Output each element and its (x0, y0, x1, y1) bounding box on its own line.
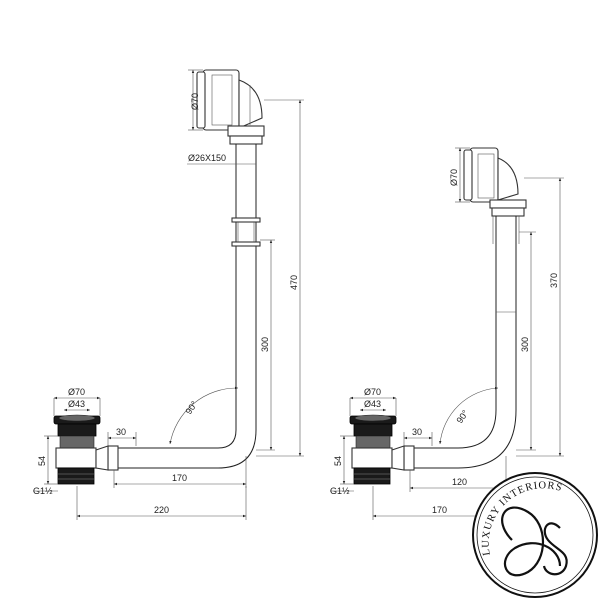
left-dim-straight-height: 300 (256, 239, 275, 451)
left-dim-waste-height: 54 (37, 435, 58, 485)
left-dim-tube: Ø26X150 (187, 153, 256, 165)
right-overflow-diameter-label: Ø70 (449, 169, 459, 186)
left-angle-label: 90° (183, 399, 199, 416)
left-dim-waste-diameters: Ø70 Ø43 (53, 387, 101, 416)
left-tube-label: Ø26X150 (188, 153, 226, 163)
right-waste-valve (349, 414, 405, 485)
left-waste-inner-label: Ø43 (68, 399, 85, 409)
left-short-width-label: 30 (116, 427, 126, 437)
right-total-height-label: 370 (549, 273, 559, 288)
right-straight-height-label: 300 (520, 337, 530, 352)
left-straight-height-label: 300 (260, 337, 270, 352)
right-dim-overflow-diameter: Ø70 (449, 147, 470, 203)
left-elbow-pipe (107, 429, 257, 471)
left-total-width-label: 220 (154, 505, 169, 515)
luxury-interiors-logo: LUXURY INTERIORS (472, 472, 598, 598)
right-waste-height-label: 54 (333, 456, 343, 466)
left-total-height-label: 470 (289, 275, 299, 290)
right-waste-outer-label: Ø70 (364, 387, 381, 397)
left-dim-thread: G1½ (33, 486, 58, 496)
right-vertical-pipe (492, 216, 520, 410)
right-short-width-label: 30 (412, 427, 422, 437)
right-dim-inner-width: 120 (409, 456, 507, 492)
left-waste-valve (53, 414, 109, 485)
left-dim-total-width: 220 (76, 486, 247, 520)
right-dim-straight-height: 300 (516, 231, 536, 451)
left-vertical-pipe (231, 144, 261, 430)
logo-monogram (501, 506, 562, 577)
right-dim-total-height: 370 (516, 177, 564, 457)
right-dim-short-width: 30 (403, 427, 433, 446)
right-waste-inner-label: Ø43 (364, 399, 381, 409)
right-angle-label: 90° (454, 408, 470, 425)
right-inner-width-label: 120 (452, 477, 467, 487)
right-dim-waste-height: 54 (333, 435, 354, 485)
left-thread-label: G1½ (33, 486, 53, 496)
left-waste-height-label: 54 (37, 456, 47, 466)
left-dim-short-width: 30 (107, 427, 137, 446)
left-waste-outer-label: Ø70 (68, 387, 85, 397)
left-assembly: Ø70 Ø26X150 470 300 90° (33, 69, 304, 520)
left-dim-overflow-diameter: Ø70 (188, 69, 203, 131)
logo-monogram-s (542, 522, 568, 576)
right-overflow-head (463, 147, 527, 217)
left-overflow-head (196, 69, 265, 145)
right-assembly: Ø70 370 300 90° Ø70 Ø43 (330, 147, 564, 520)
left-dim-inner-width: 170 (113, 456, 247, 488)
left-inner-width-label: 170 (172, 473, 187, 483)
right-dim-thread: G1½ (330, 486, 354, 496)
left-overflow-diameter-label: Ø70 (190, 93, 200, 110)
left-dim-total-height: 470 (256, 99, 304, 457)
right-thread-label: G1½ (330, 486, 350, 496)
right-dim-waste-diameters: Ø70 Ø43 (349, 387, 397, 416)
right-total-width-label: 170 (432, 505, 447, 515)
left-dim-angle: 90° (169, 386, 239, 445)
